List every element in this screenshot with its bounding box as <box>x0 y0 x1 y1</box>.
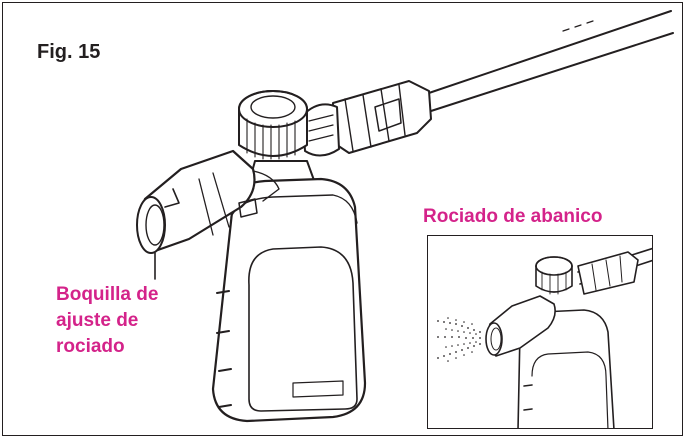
fan-spray-inset <box>427 235 653 429</box>
nozzle-callout: Boquilla de ajuste de rociado <box>56 282 158 360</box>
nozzle-callout-line-1: Boquilla de <box>56 284 159 305</box>
inset-callout: Rociado de abanico <box>423 206 603 227</box>
fan-spray-pattern <box>437 317 481 362</box>
nozzle-callout-line-3: rociado <box>56 336 125 357</box>
fan-spray-illustration <box>437 247 652 428</box>
figure-frame: Fig. 15 <box>2 2 683 436</box>
foam-cannon-illustration <box>136 10 674 423</box>
figure-label: Fig. 15 <box>37 41 101 63</box>
nozzle-callout-line-2: ajuste de <box>56 310 139 331</box>
